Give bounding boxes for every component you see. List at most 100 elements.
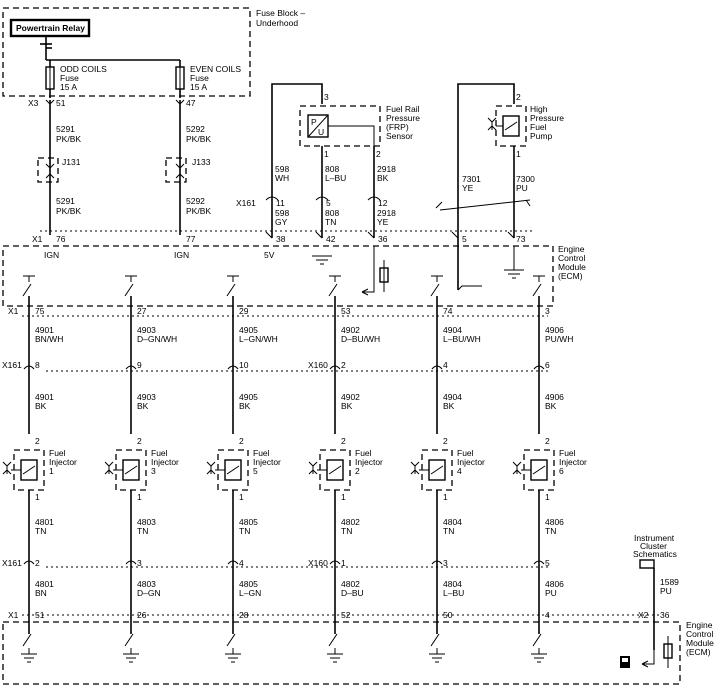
x161-pin-5: 5 [326,198,331,208]
injector-pin-1: 1 [35,492,40,502]
ecm-ground-pin-26: 26 [137,610,147,620]
fuse-even-type: Fuse [190,73,209,83]
injector-number-5: 5 [253,466,258,476]
conn-pin-8: 8 [35,360,40,370]
injector-column-1: 754901BN/WH8X1614901BK2FuelInjector11480… [2,275,77,663]
wire-4801-circuit-b: 4801 [35,579,54,589]
wire-4903-color: D–GN/WH [137,334,177,344]
wire-808-color-b: TN [325,217,336,227]
ecm-pin-38: 38 [276,234,286,244]
injector-pin-2: 2 [137,436,142,446]
splice-j133 [165,157,187,183]
injector-number-1: 1 [49,466,54,476]
wire-4905-circuit: 4905 [239,325,258,335]
frp-p: P [311,117,317,127]
wire-4803-circuit-b: 4803 [137,579,156,589]
wire-4906-color: PU/WH [545,334,573,344]
wire-4905-color-b: BK [239,401,251,411]
wire-4804-circuit: 4804 [443,517,462,527]
wire-2918-circuit-b: 2918 [377,208,396,218]
injector-label-fuel: Fuel [151,448,168,458]
x3-pin-right: 47 [186,98,196,108]
hp-pump-pin-2: 2 [516,92,521,102]
ecm-upper-label-3: Module [558,262,586,272]
wire-4901-circuit-b: 4901 [35,392,54,402]
wire-4803-color: TN [137,526,148,536]
wire-808-color: L–BU [325,173,346,183]
ecm-pin-36: 36 [378,234,388,244]
injector-column-5: 294905L–GN/WH104905BK2FuelInjector514805… [206,275,281,663]
ecm-upper-label-2: Control [558,253,586,263]
fuse-block-outline [2,7,251,97]
wire-4806-color-b: PU [545,588,557,598]
frp-pin-1: 1 [324,149,329,159]
hp-pump-pin-1: 1 [516,149,521,159]
instrument-label-3: Schematics [633,549,677,559]
fuse-even-name: EVEN COILS [190,64,241,74]
injector-pin-1: 1 [443,492,448,502]
hp-pump-label-2: Pressure [530,113,564,123]
x161-pin-12: 12 [378,198,388,208]
powertrain-relay-label: Powertrain Relay [16,23,85,33]
injector-pin-1: 1 [341,492,346,502]
injector-column-6: 34906PU/WH64906BK2FuelInjector614806TN54… [512,275,587,663]
wire-1589-circuit: 1589 [660,577,679,587]
wire-4904-circuit-b: 4904 [443,392,462,402]
wire-4806-circuit: 4806 [545,517,564,527]
ecm-pin-73: 73 [516,234,526,244]
wire-4901-color: BN/WH [35,334,63,344]
wire-598-color: WH [275,173,289,183]
wire-7300-color: PU [516,183,528,193]
wire-4906-circuit: 4906 [545,325,564,335]
splice-j131-label: J131 [62,157,81,167]
ecm-ground-pin-51: 51 [35,610,45,620]
injector-label-injector: Injector [253,457,281,467]
conn-pin-lower-2: 2 [35,558,40,568]
conn-pin-6: 6 [545,360,550,370]
ecm-ground-pin-52: 52 [341,610,351,620]
ecm-lower-label-3: Module [686,638,714,648]
ecm-lower-label-1: Engine [686,620,713,630]
conn-pin-lower-5: 5 [545,558,550,568]
ecm-pin-74: 74 [443,306,453,316]
wire-1589-color: PU [660,586,672,596]
wire-808-circuit: 808 [325,164,339,174]
conn-pin-lower-4: 4 [239,558,244,568]
injector-pin-2: 2 [443,436,448,446]
wire-4803-circuit: 4803 [137,517,156,527]
injector-label-injector: Injector [457,457,485,467]
wire-4804-color-b: L–BU [443,588,464,598]
x161-pin-11: 11 [276,198,285,208]
wire-4904-circuit: 4904 [443,325,462,335]
injector-number-6: 6 [559,466,564,476]
wire-4803-color-b: D–GN [137,588,161,598]
wire-7300-circuit: 7300 [516,174,535,184]
injector-label-injector: Injector [151,457,179,467]
frp-label-4: Sensor [386,131,413,141]
wire-4802-circuit: 4802 [341,517,360,527]
injector-column-3: 274903D–GN/WH94903BK2FuelInjector314803T… [104,275,179,663]
instrument-label-1: Instrument [634,533,675,543]
hp-pump-label-3: Fuel [530,122,547,132]
frp-label-3: (FRP) [386,122,409,132]
wire-5291-color: PK/BK [56,134,81,144]
injector-label-fuel: Fuel [253,448,270,458]
wire-4806-circuit-b: 4806 [545,579,564,589]
ecm-lower-box [2,621,681,685]
wire-2918-circuit: 2918 [377,164,396,174]
injector-column-4: 744904L–BU/WH44904BK2FuelInjector414804T… [410,275,485,663]
wire-4901-color-b: BK [35,401,47,411]
wire-2918-color: BK [377,173,389,183]
injector-label-injector: Injector [559,457,587,467]
fuse-block-label-2: Underhood [256,18,298,28]
x3-connector: X3 [28,98,39,108]
ecm-pin-42: 42 [326,234,336,244]
wire-4801-color-b: BN [35,588,47,598]
wire-4902-circuit-b: 4902 [341,392,360,402]
x1-bottom-label: X1 [8,610,19,620]
wire-4802-color: TN [341,526,352,536]
wire-4905-circuit-b: 4905 [239,392,258,402]
wire-5291-color-b: PK/BK [56,206,81,216]
instrument-label-2: Cluster [640,541,667,551]
